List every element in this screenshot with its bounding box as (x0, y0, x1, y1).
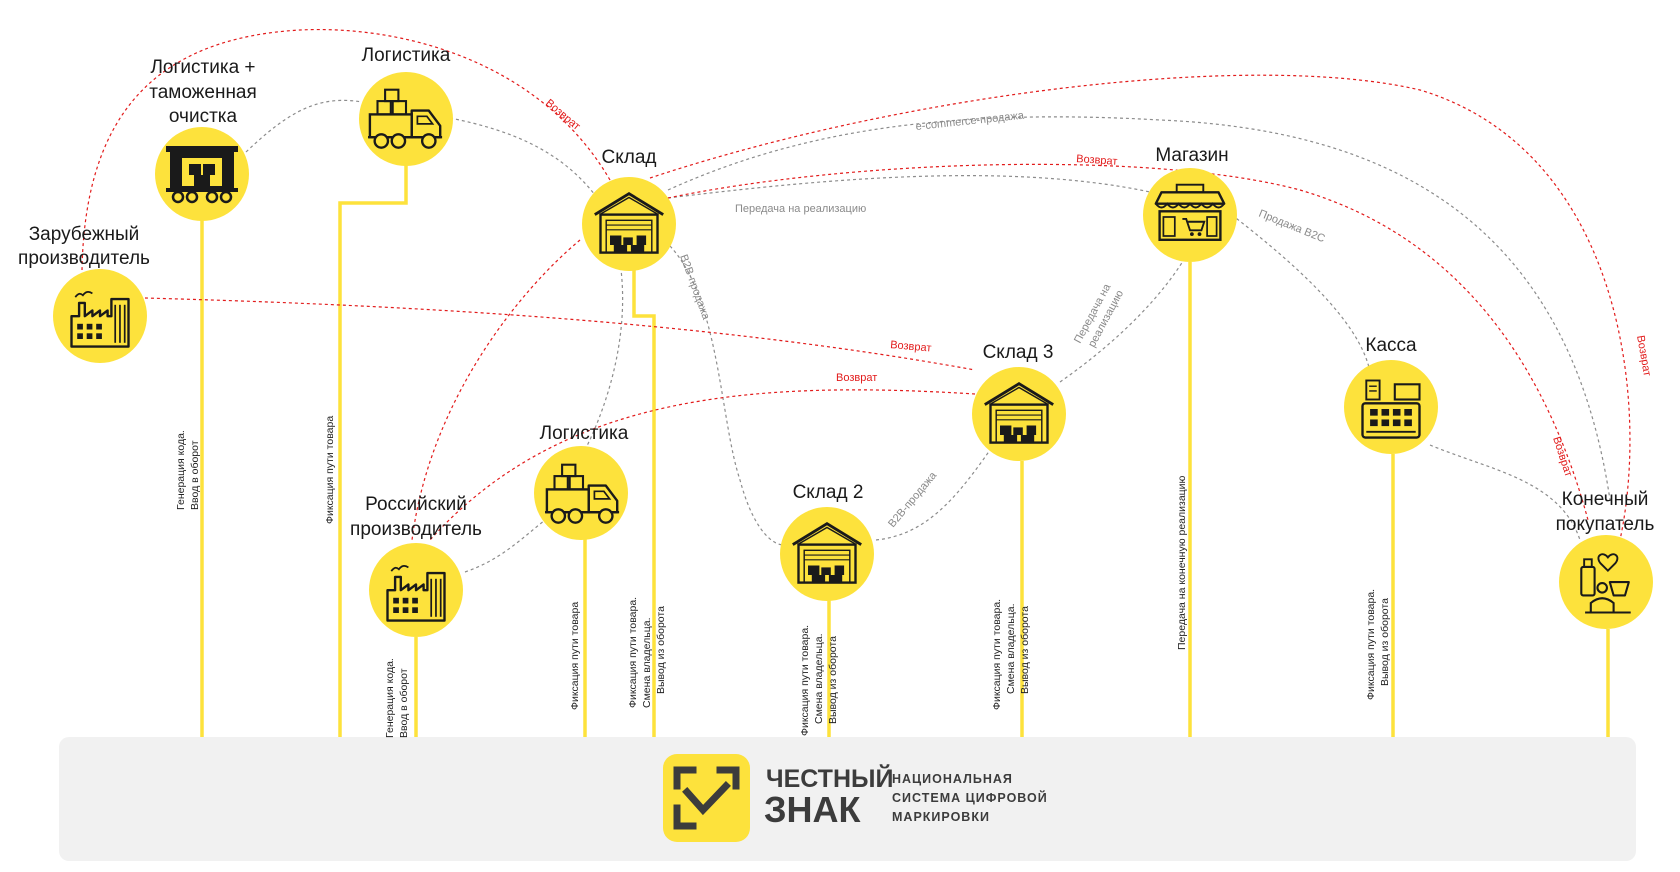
stem-warehouse (632, 270, 656, 737)
flow-consignment (667, 175, 1151, 199)
return-warehouse3-to-foreign (144, 297, 976, 371)
logo-sub-3: МАРКИРОВКИ (892, 810, 990, 824)
stem-label-warehouse-2: Смена владельца. (641, 618, 653, 709)
stem-label-warehouse3-2: Смена владельца. (1005, 604, 1017, 695)
stem-label-russian-2: Ввод в оборот (398, 668, 410, 738)
logo-sub-2: СИСТЕМА ЦИФРОВОЙ (892, 790, 1048, 805)
edge-label-return-5: Возврат (1634, 334, 1653, 377)
edge-label-return-1: Возврат (543, 97, 582, 133)
flow-b2b-warehouse-to-warehouse2 (669, 245, 785, 546)
chz-panel (59, 737, 1636, 861)
flow-ecommerce (667, 116, 1611, 501)
node-label: Склад 3 (983, 342, 1054, 363)
node-russian-manufacturer: Российский производитель (350, 494, 482, 637)
node-label: производитель (18, 248, 150, 269)
return-warehouse-to-russian (411, 239, 581, 541)
node-label: производитель (350, 519, 482, 540)
node-customs-logistics: Логистика + таможенная очистка (149, 57, 257, 221)
node-label: Склад (602, 147, 657, 168)
edge-label-return-3: Возврат (890, 339, 932, 355)
return-store-to-warehouse (667, 163, 1589, 521)
logo-mark (663, 754, 750, 842)
flow-russian-to-logistics2 (464, 519, 546, 573)
logo-line-2: ЗНАК (764, 789, 862, 830)
stem-label-warehouse3-1: Фиксация пути товара. (991, 599, 1003, 710)
stems (200, 164, 1610, 737)
stem-label-cashier-1: Фиксация пути товара. (1365, 589, 1377, 700)
stem-labels: Генерация кода. Ввод в оборот Фиксация п… (175, 416, 1391, 738)
edge-label-b2b-1: B2B-продажа (677, 253, 712, 322)
stem-label-warehouse-3: Вывод из оборота (655, 606, 667, 694)
stem-label-logistics-1: Фиксация пути товара (324, 416, 336, 524)
stem-label-warehouse2-2: Смена владельца. (813, 634, 825, 725)
check-icon (673, 766, 740, 830)
node-foreign-manufacturer: Зарубежный производитель (18, 224, 150, 363)
edge-label-return-6: Возврат (1550, 435, 1574, 478)
node-label: Логистика + (150, 57, 255, 78)
edge-label-b2b-2: B2B-продажа (886, 469, 940, 530)
node-label: покупатель (1556, 514, 1655, 535)
return-warehouse-to-foreign (81, 28, 611, 271)
node-label: Склад 2 (793, 482, 864, 503)
stem-label-russian-1: Генерация кода. (384, 658, 396, 738)
stem-customs-logistics (338, 164, 408, 737)
stem-label-cashier-2: Вывод из оборота (1379, 598, 1391, 686)
stem-label-logistics-2: Фиксация пути товара (569, 602, 581, 710)
edge-label-b2c: Продажа B2C (1257, 208, 1327, 246)
chestny-znak-logo: ЧЕСТНЫЙ ЗНАК НАЦИОНАЛЬНАЯ СИСТЕМА ЦИФРОВ… (663, 754, 1048, 842)
edge-label-return-4: Возврат (836, 372, 877, 384)
node-end-customer: Конечный покупатель (1556, 489, 1655, 629)
node-label: Логистика (540, 423, 629, 444)
flow-customs-to-logistics (245, 99, 363, 153)
edge-label-ecommerce: e-commerce-продажа (915, 110, 1025, 133)
node-label: таможенная (149, 82, 257, 103)
stem-label-warehouse3-3: Вывод из оборота (1019, 606, 1031, 694)
node-label: Касса (1365, 335, 1417, 356)
stem-label-warehouse-1: Фиксация пути товара. (627, 597, 639, 708)
node-cashier: Касса (1344, 335, 1438, 454)
flow-logistics2-to-warehouse (584, 261, 624, 451)
logo-line-1: ЧЕСТНЫЙ (766, 763, 893, 793)
flow-b2c-store-to-cashier (1231, 214, 1371, 373)
edge-label-consignment: Передача на реализацию (735, 203, 866, 215)
node-logistics-1: Логистика (359, 45, 453, 166)
node-label: Российский (365, 494, 467, 515)
node-label: Зарубежный (29, 224, 140, 245)
node-label: Логистика (362, 45, 451, 66)
node-label: Магазин (1155, 145, 1228, 166)
edge-label-return-2: Возврат (1076, 153, 1118, 168)
return-customer-to-warehouse (649, 74, 1631, 541)
node-logistics-2: Логистика (534, 423, 629, 540)
flow-store-to-warehouse3 (1059, 239, 1196, 383)
stem-label-store: Передача на конечную реализацию (1176, 475, 1188, 650)
node-label: очистка (169, 106, 238, 127)
stem-label-warehouse2-3: Вывод из оборота (827, 636, 839, 724)
node-warehouse-3: Склад 3 (972, 342, 1066, 461)
flow-logistics-to-warehouse (449, 117, 596, 196)
stem-label-foreign-2: Ввод в оборот (189, 440, 201, 510)
stem-label-warehouse2-1: Фиксация пути товара. (799, 625, 811, 736)
stem-label-foreign-1: Генерация кода. (175, 430, 187, 510)
return-warehouse3-to-russian (429, 389, 976, 541)
node-label: Конечный (1562, 489, 1649, 510)
flow-cashier-to-customer (1429, 444, 1581, 541)
return-flows (81, 28, 1631, 541)
logo-sub-1: НАЦИОНАЛЬНАЯ (892, 772, 1013, 786)
node-warehouse: Склад (582, 147, 676, 271)
node-warehouse-2: Склад 2 (780, 482, 874, 601)
node-store: Магазин (1143, 145, 1237, 262)
